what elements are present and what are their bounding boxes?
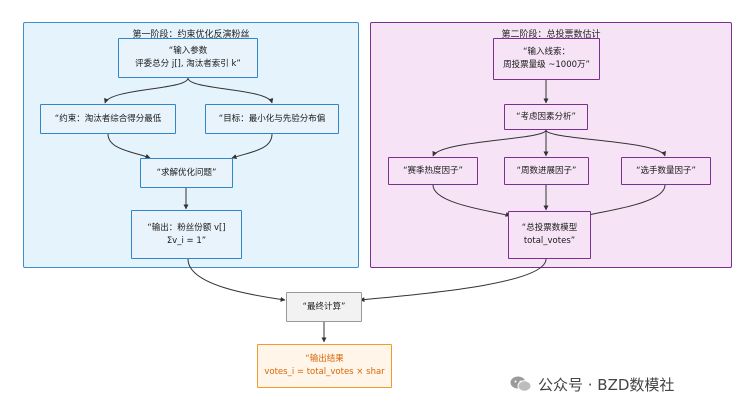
week-progress-line1: “周数进展因子” (516, 165, 577, 176)
output-share-line1: “输出：粉丝份额 v[] (147, 222, 226, 233)
input-clues-line1: “输入线索： (523, 47, 570, 57)
output-result-line1: “输出结果 (305, 354, 344, 364)
watermark-text: 公众号 · BZD数模社 (538, 375, 675, 394)
edge-season-to-model (432, 184, 511, 217)
final-calc-line1: “最终计算” (302, 301, 346, 312)
edge-factors-to-contestant (545, 129, 667, 157)
factor-analysis-line1: “考虑因素分析” (516, 111, 576, 122)
constraint-line1: “约束：淘汰者综合得分最低 (54, 113, 162, 124)
input-clues-node: “输入线索： 周投票量级 ~1000万” (493, 38, 600, 80)
input-params-node: “输入参数 评委总分 j[], 淘汰者索引 k” (118, 38, 258, 78)
season-heat-line1: “赛季热度因子” (403, 165, 463, 176)
output-share-line2: Σv_i = 1” (166, 235, 207, 246)
week-progress-node: “周数进展因子” (504, 157, 589, 185)
factor-analysis-node: “考虑因素分析” (504, 104, 588, 130)
solve-line1: “求解优化问题” (156, 167, 217, 178)
season-heat-node: “赛季热度因子” (388, 157, 478, 185)
output-result-node: “输出结果 votes_i = total_votes × shar (257, 344, 392, 388)
total-votes-model-line1: “总投票数模型 (521, 223, 578, 233)
objective-node: “目标：最小化与先验分布偏 (205, 104, 339, 134)
constraint-node: “约束：淘汰者综合得分最低 (40, 104, 176, 134)
objective-line1: “目标：最小化与先验分布偏 (218, 113, 326, 124)
watermark: 公众号 · BZD数模社 (510, 374, 674, 394)
contestant-count-line1: “选手数量因子” (636, 165, 696, 176)
edge-constraint-to-solve (107, 133, 151, 159)
output-share-node: “输出：粉丝份额 v[] Σv_i = 1” (131, 210, 242, 259)
edge-input-to-objective (187, 77, 274, 104)
solve-node: “求解优化问题” (140, 158, 233, 188)
total-votes-model-node: “总投票数模型 total_votes” (508, 211, 591, 259)
edge-contestant-to-model (584, 184, 666, 217)
output-result-line2: votes_i = total_votes × shar (264, 367, 385, 377)
input-params-line2: 评委总分 j[], 淘汰者索引 k” (135, 59, 241, 69)
edge-input-to-constraint (104, 77, 189, 104)
wechat-icon (510, 376, 532, 392)
stage-two-title: 第二阶段：总投票数估计 (501, 30, 601, 40)
edge-model-to-final (359, 258, 547, 303)
edge-objective-to-solve (231, 133, 273, 159)
final-calc-node: “最终计算” (286, 292, 362, 322)
stage-one-title: 第一阶段：约束优化反演粉丝 (132, 30, 250, 40)
input-clues-line2: 周投票量级 ~1000万” (503, 60, 590, 70)
contestant-count-node: “选手数量因子” (621, 157, 711, 185)
total-votes-model-line2: total_votes” (523, 236, 576, 246)
edge-output-to-final (187, 258, 286, 302)
input-params-line1: “输入参数 (168, 46, 208, 56)
edge-factors-to-season (432, 129, 547, 157)
